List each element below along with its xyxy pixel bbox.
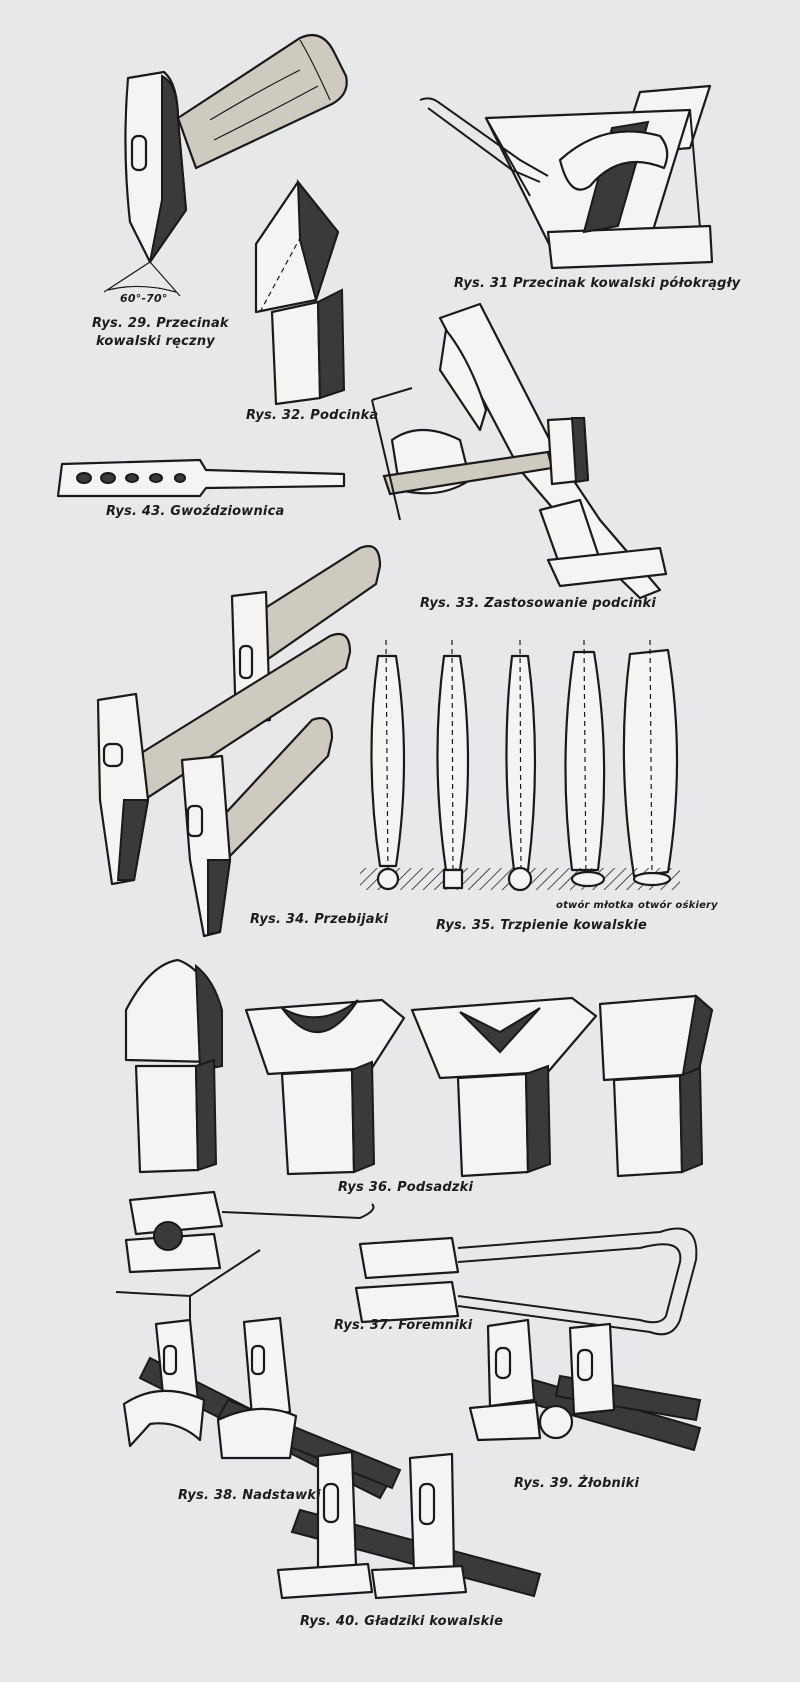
rys40-caption: Rys. 40. Gładziki kowalskie (300, 1614, 504, 1629)
figure-rys32-podcinka (254, 179, 346, 406)
rys31-caption: Rys. 31 Przecinak kowalski półokrągły (454, 276, 741, 291)
figure-rys39-grooving-tools (468, 1318, 702, 1452)
rys33-caption: Rys. 33. Zastosowanie podcinki (420, 596, 657, 611)
rys35-hammer-hole-label: otwór młotka (556, 900, 634, 911)
figure-rys43-nail-header (56, 458, 346, 498)
rys34-caption: Rys. 34. Przebijaki (250, 912, 389, 927)
rys29-caption-line1: Rys. 29. Przecinak (92, 316, 229, 331)
figure-rys38-set-hammers (122, 1316, 402, 1500)
rys37-caption: Rys. 37. Foremniki (334, 1318, 473, 1333)
rys29-angle-label: 60°-70° (120, 292, 168, 305)
figure-rys40-flatters (276, 1450, 542, 1600)
rys43-caption: Rys. 43. Gwoździownica (106, 504, 285, 519)
rys38-caption: Rys. 38. Nadstawki (178, 1488, 321, 1503)
figure-rys29-hand-chisel (103, 34, 348, 297)
figure-rys37-forming-blocks (115, 1190, 698, 1336)
rys35-caption: Rys. 35. Trzpienie kowalskie (436, 918, 648, 933)
figure-rys36-swages (124, 958, 714, 1178)
figure-rys33-podcinka-use (371, 302, 668, 600)
rys29-caption-line2: kowalski ręczny (96, 334, 215, 349)
rys35-sledge-hole-label: otwór ośkiery (638, 900, 718, 911)
figure-rys35-mandrels (360, 639, 680, 892)
rys36-caption: Rys 36. Podsadzki (338, 1180, 474, 1195)
figure-rys31-half-round-chisel (419, 84, 714, 270)
rys32-caption: Rys. 32. Podcinka (246, 408, 379, 423)
rys39-caption: Rys. 39. Żłobniki (514, 1476, 640, 1491)
figure-rys34-punches (96, 545, 382, 938)
